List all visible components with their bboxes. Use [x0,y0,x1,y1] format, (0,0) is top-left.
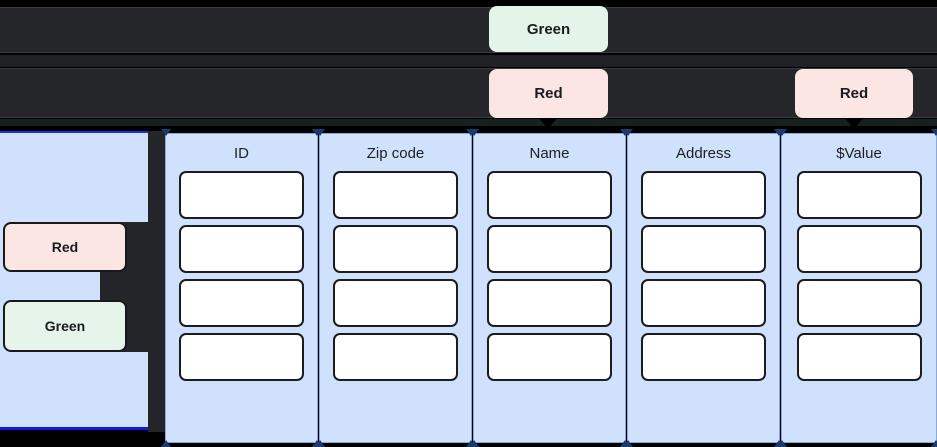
column-header-name: Name [529,145,570,162]
table-column-value: $Value [777,129,937,447]
background-band-middle [0,55,937,67]
column-notch-left-icon [623,129,633,136]
background-band-top [0,7,937,53]
table-cell[interactable] [641,171,766,219]
column-notch-bottom-left-icon [623,440,633,447]
column-notch-right-icon [931,129,937,136]
column-header-zip-code: Zip code [366,145,425,162]
column-notch-bottom-left-icon [161,440,171,447]
table-column-address: Address [623,129,784,447]
column-notch-left-icon [777,129,787,136]
column-notch-left-icon [315,129,325,136]
table-cell[interactable] [487,279,612,327]
column-notch-bottom-left-icon [469,440,479,447]
column-notch-bottom-left-icon [777,440,787,447]
table-cell[interactable] [641,333,766,381]
table-cell[interactable] [487,225,612,273]
table-cell[interactable] [796,225,922,273]
table-cell[interactable] [487,171,612,219]
tooltip-green-top: Green [489,6,608,52]
table-cell[interactable] [179,171,304,219]
table-cell[interactable] [796,171,922,219]
table-column-name: Name [469,129,630,447]
table-cell[interactable] [333,333,458,381]
tooltip-pointer-value-icon [845,118,863,129]
table-cell[interactable] [179,333,304,381]
table-cell[interactable] [333,171,458,219]
column-header-id: ID [234,145,249,162]
table-cell[interactable] [641,225,766,273]
table-cell[interactable] [487,333,612,381]
left-panel-gutter [148,131,165,432]
column-notch-bottom-left-icon [315,440,325,447]
tooltip-pointer-name-icon [539,118,557,129]
table-cell[interactable] [179,279,304,327]
background-band-bottom [0,68,937,118]
background-band-strip [0,119,937,126]
column-header-address: Address [675,145,732,162]
column-notch-left-icon [161,129,171,136]
table-cell[interactable] [796,279,922,327]
tooltip-red-right: Red [795,69,913,118]
column-header-value: $Value [836,145,882,162]
tooltip-red-middle: Red [489,69,608,118]
column-notch-left-icon [469,129,479,136]
column-notch-bottom-right-icon [931,440,937,447]
table-cell[interactable] [179,225,304,273]
table-cell[interactable] [333,279,458,327]
sidebar-chip-red[interactable]: Red [3,222,127,272]
table-column-zip-code: Zip code [315,129,476,447]
table-cell[interactable] [641,279,766,327]
table-column-id: ID [161,129,322,447]
table-cell[interactable] [333,225,458,273]
table-cell[interactable] [796,333,922,381]
data-table: ID Zip code Name Address [161,129,937,447]
sidebar-chip-green[interactable]: Green [3,300,127,352]
